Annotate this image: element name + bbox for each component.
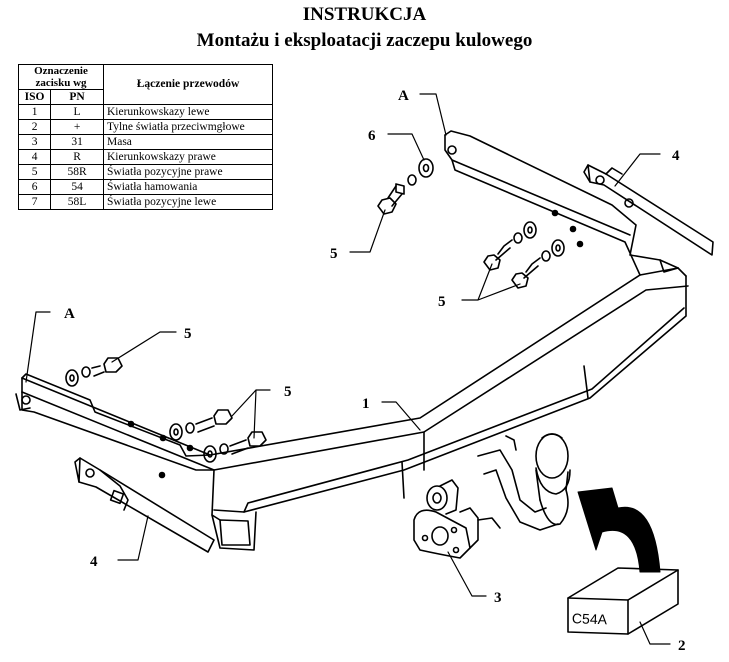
cell-pn: 58R xyxy=(50,164,104,180)
crossbeam xyxy=(21,267,689,551)
curved-arrow xyxy=(577,487,661,573)
callout-labels: A 6 4 5 5 A 5 5 1 4 3 2 C54A xyxy=(64,88,686,654)
left-side-bracket xyxy=(15,373,215,479)
bolt-set-left-mid xyxy=(169,409,267,463)
tow-ball-mount xyxy=(413,433,571,559)
col-pn-header: PN xyxy=(50,89,104,105)
callout-1: 1 xyxy=(362,396,370,412)
leader-lines xyxy=(25,93,671,645)
page-subtitle: Montażu i eksploatacji zaczepu kulowego xyxy=(196,30,533,51)
col-desc-header: Łączenie przewodów xyxy=(103,64,273,105)
col-iso-header: ISO xyxy=(17,89,52,105)
cell-pn: 58L xyxy=(50,194,104,210)
callout-a-top: A xyxy=(398,88,409,104)
callout-2: 2 xyxy=(678,638,686,654)
package-label: C54A xyxy=(572,610,608,627)
cell-iso: 7 xyxy=(17,194,52,210)
callout-a-left: A xyxy=(64,306,75,322)
bolt-set-left-top xyxy=(65,357,123,387)
package-box xyxy=(567,567,679,635)
bolt-set-right xyxy=(483,221,565,289)
callout-4-top: 4 xyxy=(672,148,680,164)
callout-4-bottom: 4 xyxy=(90,554,98,570)
cell-desc: Kierunkowskazy prawe xyxy=(103,149,273,165)
callout-6: 6 xyxy=(368,128,376,144)
reinforcement-plate-bottom xyxy=(74,457,215,553)
right-side-bracket xyxy=(444,130,679,276)
callout-3: 3 xyxy=(494,590,502,606)
cell-desc: Światła pozycyjne lewe xyxy=(103,194,273,210)
callout-5-mid: 5 xyxy=(184,326,192,342)
table-row: 2+Tylne światła przeciwmgłowe xyxy=(17,119,273,135)
callout-5-lower: 5 xyxy=(284,384,292,400)
wiring-table: Oznaczenie zacisku wg Łączenie przewodów… xyxy=(17,64,273,210)
callout-5-left-top: 5 xyxy=(330,246,338,262)
cell-desc: Światła pozycyjne prawe xyxy=(103,164,273,180)
group-header: Oznaczenie zacisku wg xyxy=(18,64,104,90)
reinforcement-plate-top xyxy=(583,164,714,256)
bolt-set-top xyxy=(377,158,434,215)
page-title: INSTRUKCJA xyxy=(302,4,427,25)
callout-5-right-top: 5 xyxy=(438,294,446,310)
cell-desc: Kierunkowskazy lewe xyxy=(103,104,273,120)
